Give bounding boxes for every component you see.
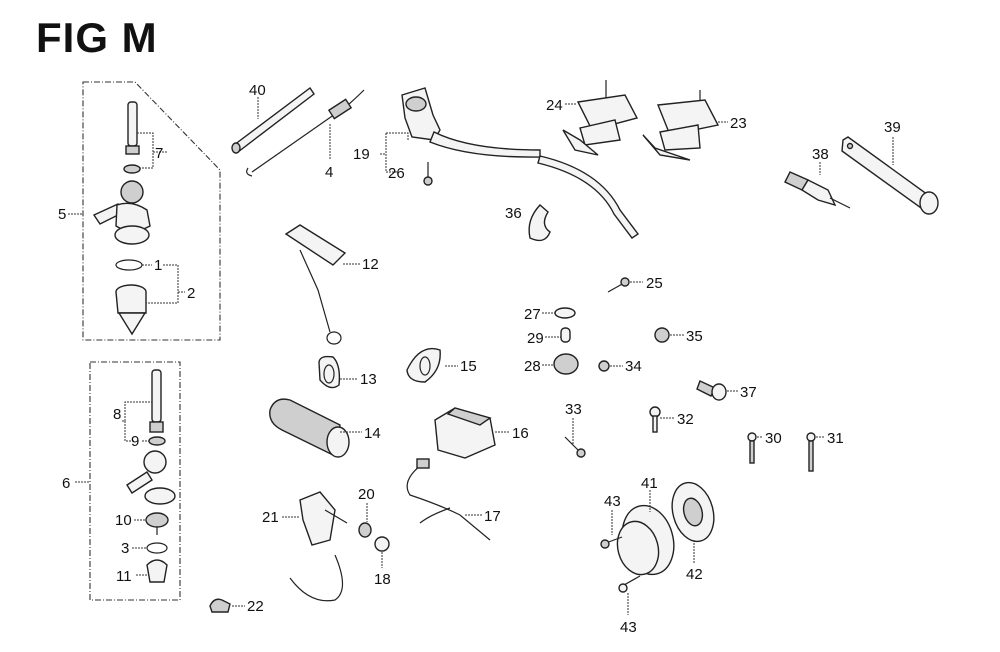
part-clip-22[interactable]	[209, 598, 231, 613]
callout-3: 3	[121, 540, 129, 557]
callout-5: 5	[58, 206, 66, 223]
callout-43-lower: 43	[620, 619, 637, 636]
part-bracket-12[interactable]	[284, 224, 347, 345]
callout-16: 16	[512, 425, 529, 442]
callout-25: 25	[646, 275, 663, 292]
part-cover-41[interactable]	[612, 500, 682, 581]
callout-30: 30	[765, 430, 782, 447]
callout-8: 8	[113, 406, 121, 423]
part-bolt-25[interactable]	[607, 277, 630, 293]
part-plug-wrench-39[interactable]	[841, 136, 939, 215]
callout-41: 41	[641, 475, 658, 492]
callout-29: 29	[527, 330, 544, 347]
part-fuel-cup-11[interactable]	[146, 559, 168, 583]
callout-9: 9	[131, 433, 139, 450]
part-bolt-8[interactable]	[149, 369, 164, 433]
part-washer-27[interactable]	[554, 307, 576, 319]
callout-26: 26	[388, 165, 405, 182]
part-gasket-42[interactable]	[666, 478, 720, 546]
part-wire-harness-17[interactable]	[406, 458, 491, 541]
callout-21: 21	[262, 509, 279, 526]
callout-23: 23	[730, 115, 747, 132]
callout-33: 33	[565, 401, 582, 418]
part-spark-plug-38[interactable]	[784, 171, 851, 209]
part-bolt-33[interactable]	[564, 436, 586, 458]
callout-19: 19	[353, 146, 370, 163]
callout-20: 20	[358, 486, 375, 503]
part-nut-20[interactable]	[358, 522, 372, 538]
callout-2: 2	[187, 285, 195, 302]
callout-15: 15	[460, 358, 477, 375]
part-bolt-43-lower[interactable]	[618, 575, 641, 593]
callout-36: 36	[505, 205, 522, 222]
figure-title: FIG M	[36, 14, 158, 61]
callout-7: 7	[155, 145, 163, 162]
part-nut-35[interactable]	[654, 327, 670, 343]
part-filter-10[interactable]	[145, 512, 169, 535]
part-nut-34[interactable]	[598, 360, 610, 372]
part-gasket-13[interactable]	[318, 355, 341, 389]
callout-35: 35	[686, 328, 703, 345]
assembly-box-6	[89, 361, 181, 601]
part-tube-40[interactable]	[231, 86, 315, 154]
part-mount-24[interactable]	[562, 80, 639, 156]
part-bolt-7[interactable]	[123, 101, 141, 174]
callout-43-upper: 43	[604, 493, 621, 510]
part-gasket-15[interactable]	[406, 347, 441, 383]
part-fuel-valve-5[interactable]	[92, 180, 151, 245]
part-o-ring-1[interactable]	[115, 259, 143, 271]
callout-28: 28	[524, 358, 541, 375]
part-screw-31[interactable]	[806, 432, 816, 472]
part-collar-29[interactable]	[560, 327, 571, 343]
callout-39: 39	[884, 119, 901, 136]
part-clip-36[interactable]	[528, 204, 551, 242]
part-bolt-43-upper[interactable]	[600, 536, 623, 549]
part-screw-32[interactable]	[649, 406, 661, 433]
callout-38: 38	[812, 146, 829, 163]
callout-4: 4	[325, 164, 333, 181]
part-grommet-28[interactable]	[553, 353, 579, 375]
callout-32: 32	[677, 411, 694, 428]
callout-31: 31	[827, 430, 844, 447]
callout-11: 11	[116, 568, 132, 585]
callout-24: 24	[546, 97, 563, 114]
part-cable[interactable]	[537, 155, 640, 239]
part-rod-4[interactable]	[246, 89, 365, 177]
callout-27: 27	[524, 306, 541, 323]
callout-22: 22	[247, 598, 264, 615]
callout-34: 34	[625, 358, 642, 375]
part-bolt-37[interactable]	[696, 380, 727, 401]
callout-42: 42	[686, 566, 703, 583]
part-fuel-valve-6[interactable]	[126, 450, 176, 505]
callout-18: 18	[374, 571, 391, 588]
callout-1: 1	[154, 257, 162, 274]
part-throttle-housing-19[interactable]	[401, 87, 541, 158]
callout-13: 13	[360, 371, 377, 388]
callout-12: 12	[362, 256, 379, 273]
part-o-ring-3[interactable]	[146, 542, 168, 554]
part-grip-14[interactable]	[269, 398, 350, 458]
callout-17: 17	[484, 508, 501, 525]
part-cap-18[interactable]	[374, 536, 390, 552]
callout-6: 6	[62, 475, 70, 492]
callout-40: 40	[249, 82, 266, 99]
part-regulator-16[interactable]	[434, 407, 496, 459]
callout-10: 10	[115, 512, 132, 529]
part-ignition-coil-21[interactable]	[289, 491, 348, 602]
part-mount-23[interactable]	[642, 90, 720, 161]
part-screw-26[interactable]	[423, 162, 433, 186]
part-screw-30[interactable]	[747, 432, 757, 464]
callout-37: 37	[740, 384, 757, 401]
callout-14: 14	[364, 425, 381, 442]
part-fuel-cup-2[interactable]	[115, 284, 147, 336]
part-washer-9[interactable]	[148, 436, 166, 446]
